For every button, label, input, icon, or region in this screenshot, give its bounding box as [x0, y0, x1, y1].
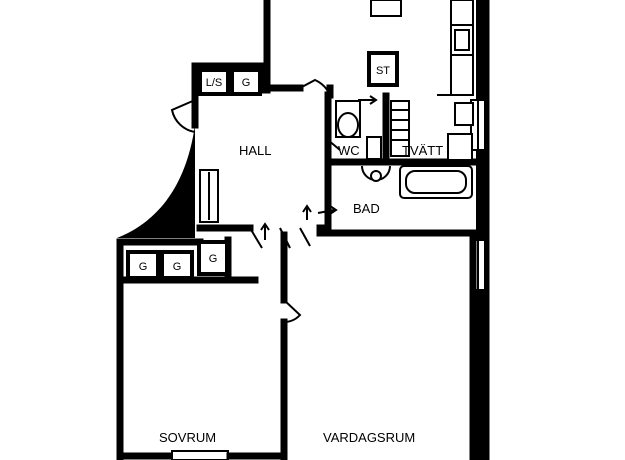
hall-closets: L/S G — [198, 68, 262, 96]
wc-room: WC — [324, 92, 394, 166]
hall-label: HALL — [239, 143, 272, 158]
tvatt-label: TVÄTT — [402, 143, 443, 158]
g1-label: G — [139, 261, 148, 273]
curved-wall — [117, 125, 195, 238]
bad-room: BAD — [324, 165, 477, 237]
bedroom-door-swing — [283, 299, 302, 323]
bad-label: BAD — [353, 201, 380, 216]
bottom-windows — [116, 450, 288, 460]
g2-label: G — [173, 261, 182, 273]
ls-label: L/S — [206, 77, 223, 89]
door-arrows — [260, 95, 378, 240]
st-label: ST — [376, 65, 390, 77]
wc-label: WC — [338, 143, 360, 158]
kitchen-fixtures — [370, 0, 474, 96]
exterior-walls — [263, 0, 490, 460]
bedroom-closets: G G G — [126, 240, 229, 280]
g-top-label: G — [242, 77, 251, 89]
st-closet: ST — [367, 51, 399, 87]
vardagsrum-label: VARDAGSRUM — [323, 430, 415, 445]
sovrum-label: SOVRUM — [159, 430, 216, 445]
g3-label: G — [209, 253, 218, 265]
tvatt-room: TVÄTT — [386, 100, 477, 166]
